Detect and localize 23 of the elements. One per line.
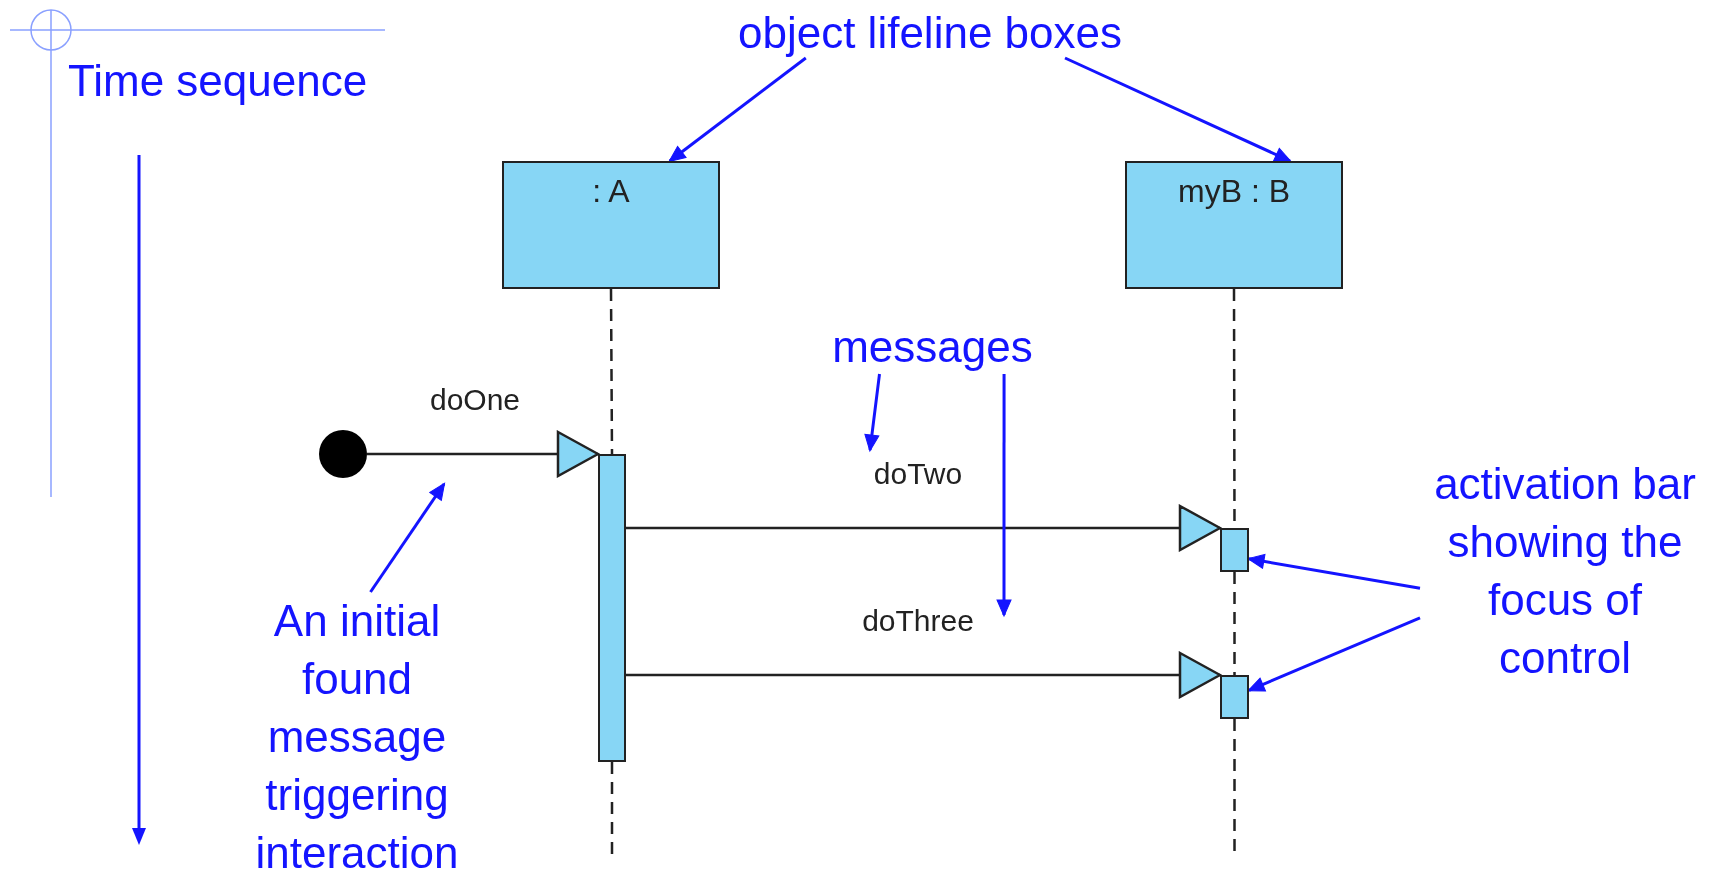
axis-label: Time sequence [68,56,368,106]
activation-bar [598,454,626,762]
lifeline-box [1125,161,1343,289]
found-message-dot [319,430,367,478]
leader-arrow [1064,56,1292,163]
activation-bar [1220,528,1249,572]
message-arrow [626,504,1222,552]
annotation-text: messages [800,318,1065,374]
message-arrow [367,430,600,478]
lifeline-box [502,161,720,289]
leader-arrow [668,56,807,163]
activation-bar [1220,675,1249,719]
annotation-text: An initial found message triggering interaction [222,592,492,884]
annotation-text: object lifeline boxes [660,4,1200,58]
lifeline [1233,572,1236,675]
leader-arrow [996,374,1012,617]
object-name: : A [591,173,631,210]
object-name: myB : B [1177,173,1291,210]
message-arrow [626,651,1222,699]
leader-arrow [864,373,881,452]
lifeline [609,289,614,454]
annotation-text: activation bar showing the focus of control [1420,455,1710,751]
leader-arrow [369,482,446,593]
